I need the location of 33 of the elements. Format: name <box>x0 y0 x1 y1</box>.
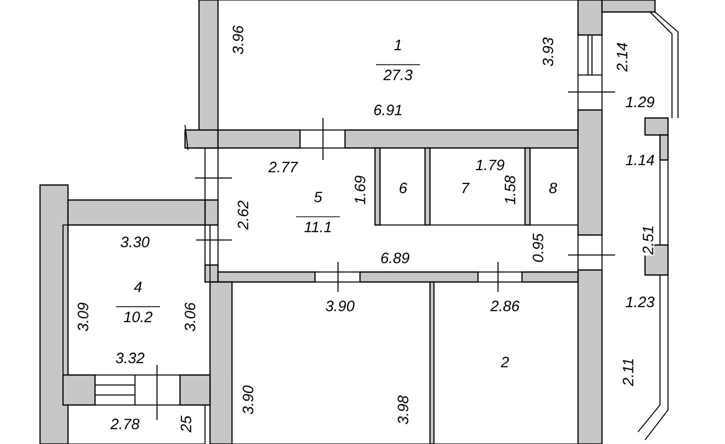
dimension-label: 1.79 <box>474 158 506 172</box>
dimension-label: 2.62 <box>236 199 250 231</box>
dimension-label: 3.96 <box>232 24 244 56</box>
dimension-label: 0.95 <box>532 232 544 264</box>
dimension-label: 25 <box>180 414 192 434</box>
dimension-label: 3.09 <box>76 301 90 333</box>
dimension-label: 2.77 <box>267 160 299 174</box>
dimension-label: 3.32 <box>114 352 146 364</box>
room-label: 6 <box>400 182 408 194</box>
dimension-label: 2.51 <box>642 224 654 256</box>
dimension-label: 3.90 <box>324 300 356 312</box>
room-label: 8 <box>549 182 558 194</box>
dimension-label: 1.69 <box>354 174 366 206</box>
dimension-label: 2.78 <box>109 418 141 430</box>
room-label: 4 10.2 <box>116 282 160 322</box>
room-label: 7 <box>462 182 470 194</box>
dimension-label: 3.90 <box>242 384 254 416</box>
dimension-label: 2.11 <box>622 356 634 388</box>
dimension-label: 3.98 <box>396 394 410 426</box>
room-label: 1 27.3 <box>376 40 420 80</box>
dimension-label: 3.93 <box>542 36 554 68</box>
dimension-label: 1.23 <box>624 296 656 308</box>
dimension-label: 6.91 <box>372 104 404 116</box>
room-label: 5 11.1 <box>296 192 340 232</box>
dimension-label: 1.58 <box>504 174 516 206</box>
dimension-label: 2.14 <box>616 41 628 73</box>
room-label: 2 <box>500 356 509 368</box>
dimension-label: 1.14 <box>624 154 656 166</box>
dimension-label: 3.06 <box>184 301 196 333</box>
dimension-label: 6.89 <box>379 252 411 264</box>
dimension-label: 1.29 <box>624 96 656 108</box>
dimension-label: 3.30 <box>119 236 151 248</box>
dimension-label: 2.86 <box>489 300 521 312</box>
